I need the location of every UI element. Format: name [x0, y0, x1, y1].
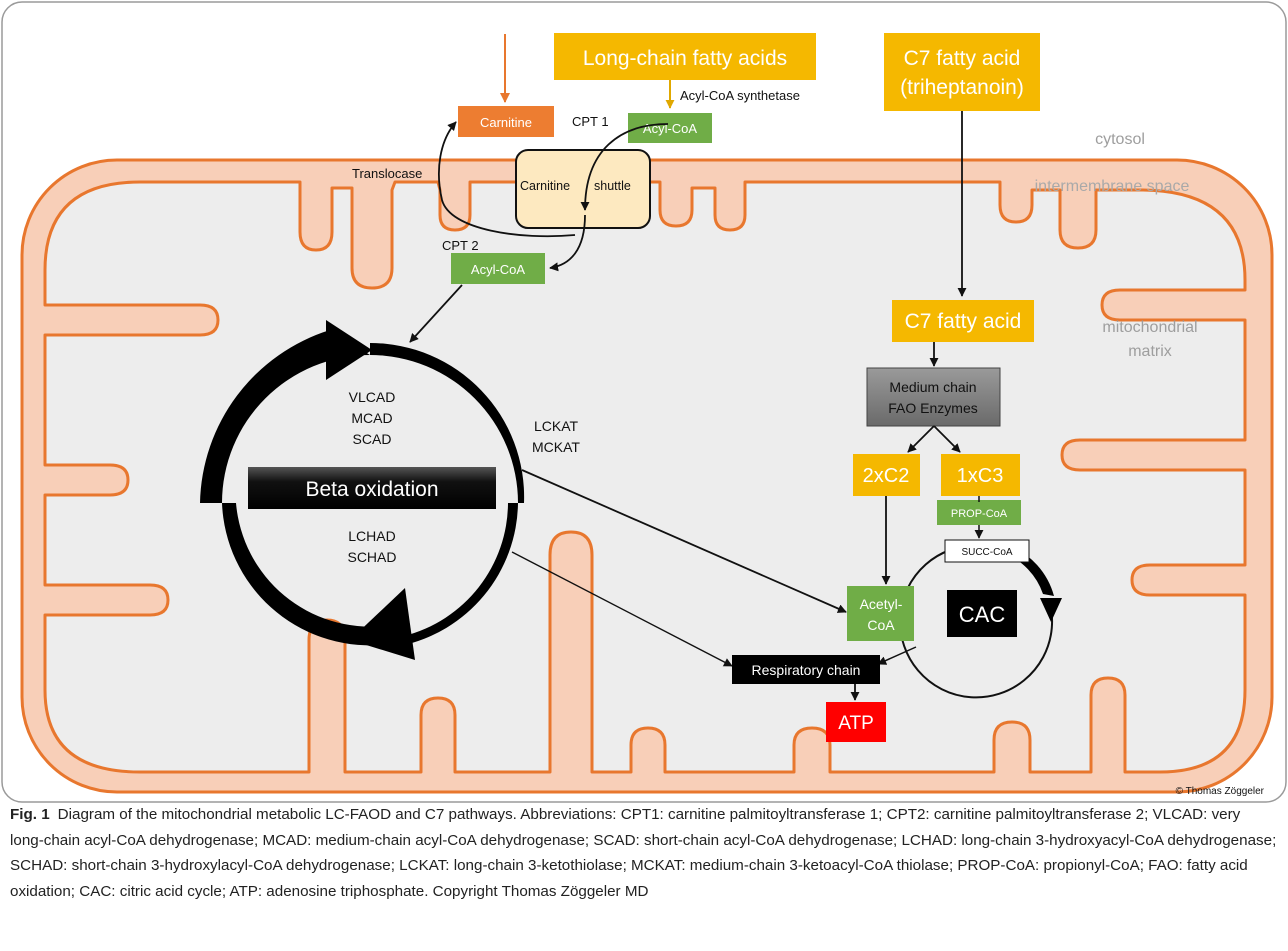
- medium-chain-fao-label-line1: Medium chain: [889, 379, 976, 395]
- acyl-coa-matrix-label: Acyl-CoA: [471, 262, 526, 277]
- prop-coa-box: [937, 500, 1021, 525]
- figure-caption-label: Fig. 1: [10, 806, 50, 823]
- acetyl-coa-label-line1: Acetyl-: [860, 596, 903, 612]
- carnitine-shuttle-box: [515, 149, 651, 229]
- 1xc3-label: 1xC3: [957, 465, 1004, 487]
- vlcad-label: VLCAD: [349, 389, 396, 405]
- translocase-label: Translocase: [352, 166, 422, 181]
- atp-label: ATP: [838, 713, 874, 734]
- fao-to-c3-arrow: [933, 425, 961, 453]
- cpt1-label: CPT 1: [572, 114, 609, 129]
- shuttle-to-acyl-coa-arrow: [549, 214, 586, 272]
- cac-label: CAC: [959, 602, 1006, 627]
- succ-coa-box: [944, 539, 1030, 563]
- beta-oxidation-upper-arc: [370, 342, 525, 503]
- medium-chain-fao-box: [866, 367, 1001, 427]
- cytosol-label: cytosol: [1095, 131, 1145, 148]
- acyl-coa-synthetase-label: Acyl-CoA synthetase: [680, 88, 800, 103]
- inner-membrane-matrix: [43, 180, 1247, 774]
- carnitine-shuttle-right-label: shuttle: [594, 179, 631, 193]
- fao-to-c2-arrow: [907, 425, 935, 453]
- beta-oxidation-label: Beta oxidation: [305, 478, 438, 501]
- long-chain-fatty-acids-label: Long-chain fatty acids: [583, 47, 787, 70]
- succ-coa-label: SUCC-CoA: [961, 547, 1012, 558]
- beta-oxidation-right-arc: [400, 503, 518, 646]
- c7-triheptanoin-label-line1: C7 fatty acid: [904, 47, 1021, 70]
- copyright-label: © Thomas Zöggeler: [1176, 786, 1265, 797]
- 2xc2-box: [853, 454, 920, 496]
- beta-oxidation-to-acetyl-coa-arrow: [521, 469, 847, 613]
- acyl-coa-cytosol-box: [628, 113, 712, 143]
- mckat-label: MCKAT: [532, 439, 580, 455]
- medium-chain-fao-label-line2: FAO Enzymes: [888, 400, 977, 416]
- atp-box: [826, 702, 886, 742]
- c7-fatty-acid-label: C7 fatty acid: [905, 310, 1022, 333]
- translocase-return-arrow: [438, 121, 576, 238]
- respiratory-chain-label: Respiratory chain: [752, 662, 861, 678]
- long-chain-fatty-acids-box: [554, 33, 816, 80]
- carnitine-label: Carnitine: [480, 115, 532, 130]
- cac-cycle-arrowhead: [1040, 598, 1062, 622]
- prop-coa-label: PROP-CoA: [951, 508, 1008, 520]
- scad-label: SCAD: [353, 431, 392, 447]
- intermembrane-space-label: intermembrane space: [1035, 178, 1190, 195]
- respiratory-chain-box: [732, 655, 880, 684]
- carnitine-box: [458, 106, 554, 137]
- cpt2-label: CPT 2: [442, 238, 479, 253]
- c7-triheptanoin-label-line2: (triheptanoin): [900, 76, 1024, 99]
- beta-oxidation-top-arrowhead: [326, 320, 372, 380]
- beta-oxidation-to-respiratory-arrow: [511, 551, 733, 667]
- c7-triheptanoin-box: [884, 33, 1040, 111]
- cac-to-respiratory-arrow: [877, 646, 917, 665]
- acetyl-coa-label-line2: CoA: [867, 617, 895, 633]
- schad-label: SCHAD: [347, 549, 396, 565]
- matrix-label-line1: mitochondrial: [1102, 319, 1197, 336]
- beta-oxidation-box: [248, 467, 496, 509]
- 1xc3-box: [941, 454, 1020, 496]
- carnitine-shuttle-left-label: Carnitine: [520, 179, 570, 193]
- c7-fatty-acid-box: [892, 300, 1034, 342]
- 2xc2-label: 2xC2: [863, 465, 910, 487]
- acyl-coa-to-beta-oxidation-arrow: [409, 284, 463, 343]
- figure-caption-text: Diagram of the mitochondrial metabolic L…: [10, 806, 1277, 900]
- mcad-label: MCAD: [351, 410, 392, 426]
- acyl-coa-into-shuttle-arrow: [580, 123, 669, 211]
- lckat-label: LCKAT: [534, 418, 579, 434]
- cac-box: [947, 590, 1017, 637]
- matrix-label-line2: matrix: [1128, 343, 1172, 360]
- acetyl-coa-box: [847, 586, 914, 641]
- acyl-coa-matrix-box: [451, 253, 545, 284]
- pathway-diagram: cytosol intermembrane space mitochondria…: [1, 1, 1287, 803]
- beta-oxidation-bottom-arrowhead: [350, 588, 415, 660]
- cac-cycle-arc: [899, 549, 1054, 699]
- lchad-label: LCHAD: [348, 528, 395, 544]
- acyl-coa-cytosol-label: Acyl-CoA: [643, 121, 698, 136]
